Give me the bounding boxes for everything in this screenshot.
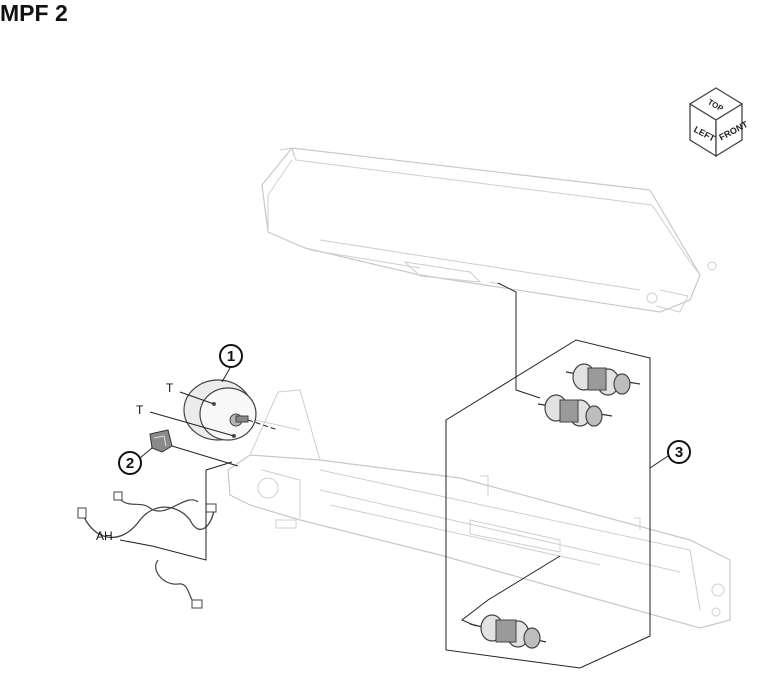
leader-motor-mount (247, 419, 279, 431)
motor (183, 379, 257, 441)
roller-kit-boundary (445, 339, 651, 669)
sensor (149, 429, 173, 453)
pick-roller-2 (537, 394, 613, 427)
callout-3-number: 3 (675, 444, 683, 461)
leader-screw-2 (149, 411, 235, 437)
harness-label: AH (96, 529, 113, 543)
leader-kit-to-roller3 (461, 555, 561, 627)
leader-sensor-mount (171, 445, 239, 467)
leader-cover-to-kit (497, 282, 541, 399)
cable-harness (77, 491, 217, 609)
callout-1-number: 1 (227, 348, 235, 365)
callout-2: 2 (118, 451, 142, 475)
orientation-cube: TOP LEFT FRONT (688, 87, 750, 158)
leader-screw-1 (179, 391, 215, 405)
pick-roller-1 (565, 363, 641, 396)
leader-callout-2 (139, 447, 153, 459)
leader-harness-connect (205, 461, 233, 471)
mpf-frame-assembly (227, 389, 731, 629)
separation-roller (469, 614, 547, 649)
page-title: MPF 2 (0, 0, 68, 26)
mpf-cover-assembly (261, 147, 717, 313)
leader-callout-3 (649, 455, 669, 469)
leader-harness (119, 470, 207, 561)
screw-label-1: T (166, 381, 174, 395)
screw-label-2: T (136, 403, 144, 417)
callout-3: 3 (667, 440, 691, 464)
callout-2-number: 2 (126, 455, 134, 472)
leader-callout-1 (221, 367, 231, 383)
callout-1: 1 (219, 344, 243, 368)
